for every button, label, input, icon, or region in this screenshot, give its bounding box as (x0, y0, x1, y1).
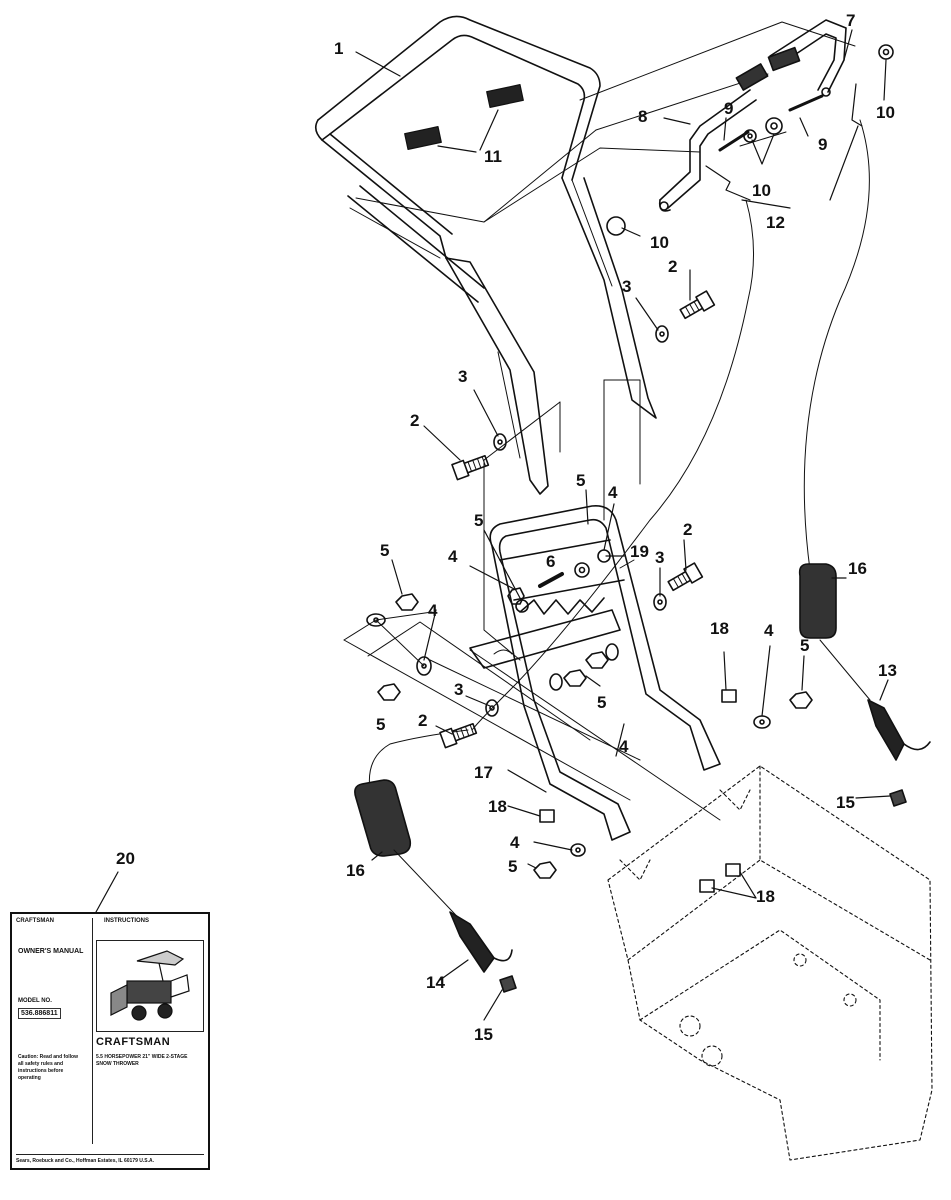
callout-5: 5 (800, 636, 810, 655)
washers-and-nuts (343, 325, 813, 879)
callout-10: 10 (650, 233, 669, 252)
callout-17: 17 (474, 763, 493, 782)
manual-owners-title: OWNER'S MANUAL (18, 948, 84, 955)
callout-2: 2 (683, 520, 693, 539)
callout-8: 8 (638, 107, 648, 126)
callout-18: 18 (756, 887, 775, 906)
callout-3: 3 (454, 680, 464, 699)
callout-4: 4 (764, 621, 774, 640)
pins-and-bushings (606, 44, 894, 236)
callout-10: 10 (876, 103, 895, 122)
callout-16: 16 (848, 559, 867, 578)
upper-handle (314, 15, 601, 303)
callout-4: 4 (510, 833, 520, 852)
manual-description: 5.5 HORSEPOWER 21" WIDE 2-STAGE SNOW THR… (96, 1054, 188, 1067)
auger-control-lever (767, 19, 847, 97)
callout-9: 9 (818, 135, 828, 154)
left-cable-assembly (354, 779, 517, 993)
bolts (439, 290, 741, 893)
manual-caution-text: Caution: Read and follow all safety rule… (18, 1054, 78, 1081)
callout-5: 5 (508, 857, 518, 876)
callout-5: 5 (474, 511, 484, 530)
callout-18: 18 (488, 797, 507, 816)
callout-15: 15 (474, 1025, 493, 1044)
callout-20: 20 (116, 849, 135, 868)
callout-6: 6 (546, 552, 556, 571)
callout-7: 7 (846, 11, 856, 30)
callout-2: 2 (418, 711, 428, 730)
callout-4: 4 (608, 483, 618, 502)
callout-5: 5 (376, 715, 386, 734)
right-handle-arm (561, 177, 657, 419)
callout-3: 3 (458, 367, 468, 386)
lower-housing (607, 765, 933, 1161)
manual-header-left: CRAFTSMAN (16, 918, 54, 924)
manual-header-right: INSTRUCTIONS (104, 918, 149, 924)
callout-5: 5 (576, 471, 586, 490)
manual-model-label: MODEL NO. (18, 998, 52, 1004)
callout-3: 3 (655, 548, 665, 567)
callout-9: 9 (724, 99, 734, 118)
decal-stripes (404, 84, 524, 153)
manual-footer: Sears, Roebuck and Co., Hoffman Estates,… (16, 1154, 204, 1164)
manual-snowthrower-image (96, 940, 204, 1032)
drive-control-lever (658, 63, 769, 212)
callout-4: 4 (619, 737, 629, 756)
right-cable-assembly (798, 563, 931, 807)
callout-15: 15 (836, 793, 855, 812)
z-links (705, 83, 863, 209)
callout-16: 16 (346, 861, 365, 880)
callout-4: 4 (448, 547, 458, 566)
handle-panel-bracket (469, 504, 721, 841)
callout-14: 14 (426, 973, 445, 992)
callout-13: 13 (878, 661, 897, 680)
callout-11: 11 (484, 147, 502, 166)
callout-4: 4 (428, 601, 438, 620)
callout-10: 10 (752, 181, 771, 200)
owners-manual-thumbnail: CRAFTSMAN INSTRUCTIONS OWNER'S MANUAL MO… (10, 912, 210, 1170)
callout-5: 5 (597, 693, 607, 712)
callout-5: 5 (380, 541, 390, 560)
manual-model-number: 536.886811 (18, 1008, 61, 1019)
callout-12: 12 (766, 213, 785, 232)
callout-2: 2 (668, 257, 678, 276)
callout-3: 3 (622, 277, 632, 296)
callout-19: 19 (630, 542, 649, 561)
callout-18: 18 (710, 619, 729, 638)
callout-2: 2 (410, 411, 420, 430)
manual-brand-logo: CRAFTSMAN (96, 1036, 171, 1048)
left-handle-arm (445, 257, 549, 495)
leader-lines (95, 29, 891, 1021)
manual-left-column (16, 918, 93, 1144)
callout-1: 1 (334, 39, 344, 58)
